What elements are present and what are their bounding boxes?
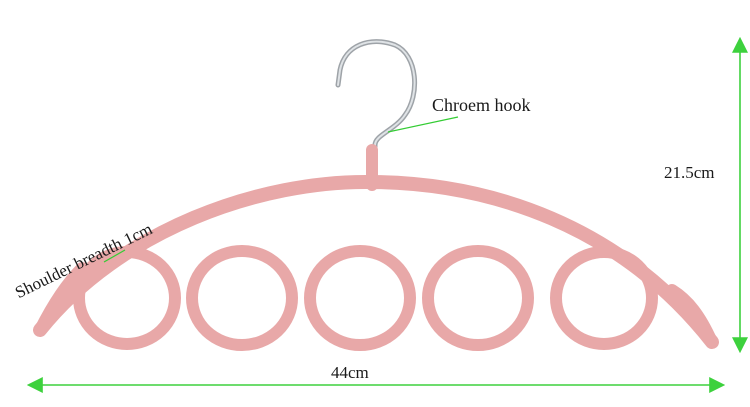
metal-hook-icon xyxy=(335,39,418,163)
height-label: 21.5cm xyxy=(664,163,715,182)
shoulder-leader-line xyxy=(103,249,126,263)
hook-leader-line xyxy=(387,116,459,133)
hook-label: Chroem hook xyxy=(432,95,531,115)
scarf-hanger-icon xyxy=(33,144,719,351)
width-label: 44cm xyxy=(331,363,369,382)
